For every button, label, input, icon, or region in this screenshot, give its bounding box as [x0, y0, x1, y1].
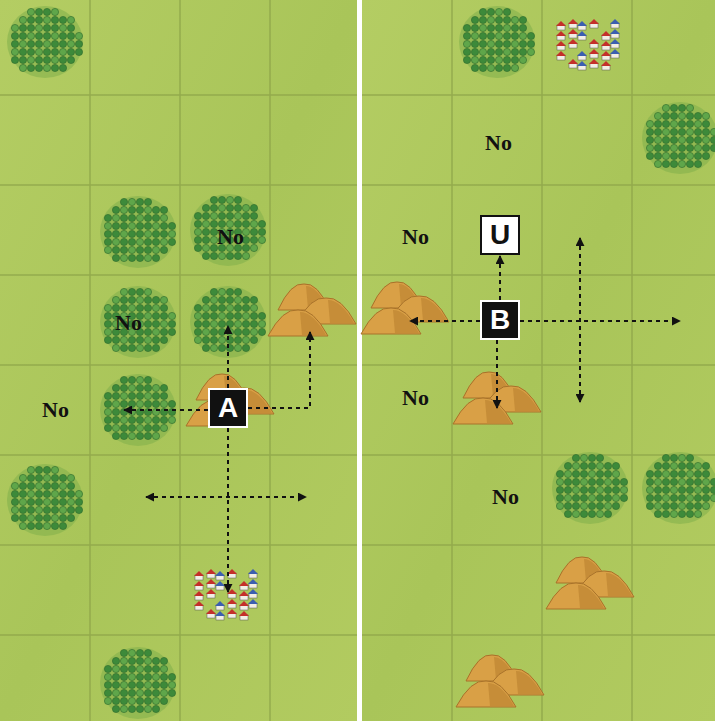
prohibited-label: No [115, 312, 142, 334]
forest-terrain [190, 194, 266, 266]
unit-letter: U [490, 221, 510, 249]
forest-terrain [642, 452, 715, 524]
forest-terrain [7, 464, 83, 536]
unit-letter: A [218, 394, 238, 422]
forest-terrain [100, 196, 176, 268]
hill-terrain [546, 557, 634, 609]
prohibited-label: No [217, 226, 244, 248]
forest-terrain [100, 647, 176, 719]
forest-terrain [100, 286, 176, 358]
prohibited-label: No [402, 226, 429, 248]
forest-terrain [7, 6, 83, 78]
unit-marker: B [480, 300, 520, 340]
prohibited-label: No [402, 387, 429, 409]
forest-terrain [459, 6, 535, 78]
move-arrow [499, 256, 501, 300]
forest-terrain [642, 102, 715, 174]
town-terrain [194, 569, 258, 620]
hill-terrain [361, 282, 449, 334]
unit-marker: U [480, 215, 520, 255]
forest-terrain [552, 452, 628, 524]
prohibited-label: No [485, 132, 512, 154]
prohibited-label: No [492, 486, 519, 508]
hill-terrain [186, 374, 274, 426]
unit-marker: A [208, 388, 248, 428]
town-terrain [556, 19, 620, 70]
hill-terrain [456, 655, 544, 707]
unit-letter: B [490, 306, 510, 334]
prohibited-label: No [42, 399, 69, 421]
hill-terrain [268, 284, 356, 336]
